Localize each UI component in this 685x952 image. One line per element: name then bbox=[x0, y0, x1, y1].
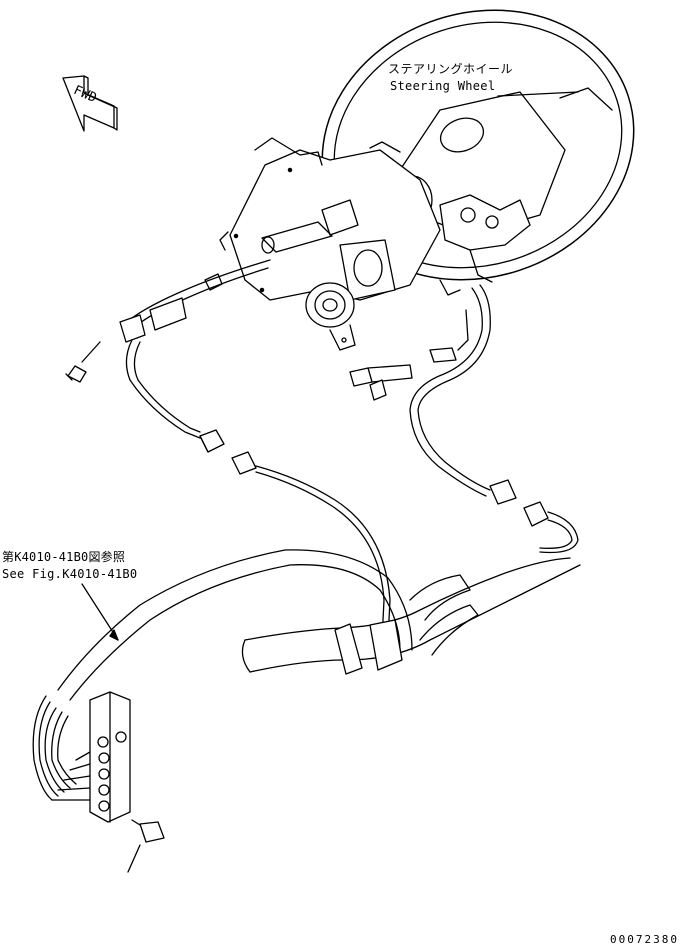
see-fig-label-en: See Fig.K4010-41B0 bbox=[2, 567, 138, 581]
ref-leader bbox=[81, 583, 119, 641]
see-fig-label-jp: 第K4010-41B0図参照 bbox=[2, 550, 126, 564]
drawing-code: 00072380 bbox=[610, 933, 679, 946]
fwd-arrow-icon: FWD bbox=[62, 75, 118, 132]
steering-wheel-label-en: Steering Wheel bbox=[390, 79, 496, 93]
steering-wheel-label-jp: ステアリングホイール bbox=[388, 62, 514, 76]
connector-block bbox=[32, 691, 131, 823]
mounting-bolt bbox=[127, 819, 165, 873]
main-harness bbox=[57, 549, 581, 701]
center-harness bbox=[231, 451, 391, 641]
left-harness bbox=[65, 259, 271, 453]
steering-column bbox=[219, 137, 461, 351]
right-harness bbox=[349, 284, 579, 554]
